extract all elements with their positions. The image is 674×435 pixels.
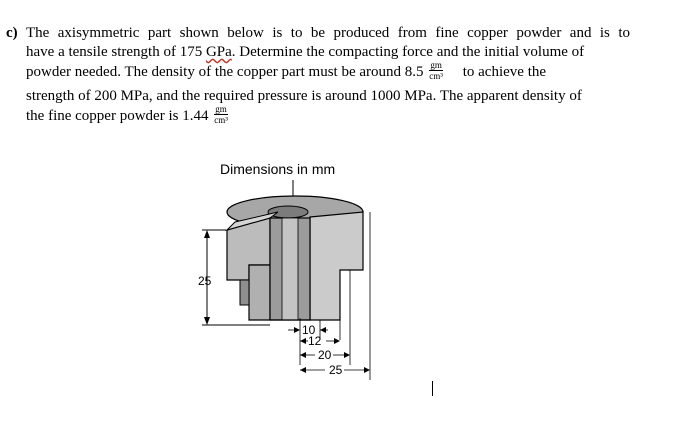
problem-line-1: c) The axisymmetric part shown below is … (6, 25, 630, 41)
problem-line-4: strength of 200 MPa, and the required pr… (26, 88, 582, 104)
dim-25-label: 25 (329, 363, 343, 377)
dim-10-label: 10 (302, 323, 316, 337)
problem-statement: c) The axisymmetric part shown below is … (6, 24, 630, 125)
text-cursor (432, 381, 433, 396)
problem-line-3: powder needed. The density of the copper… (26, 60, 547, 81)
spelling-flag: GPa (205, 44, 232, 60)
problem-label: c) (6, 25, 18, 41)
problem-line-2: have a tensile strength of 175 GPa. Dete… (26, 44, 585, 60)
height-dim-label: 25 (198, 274, 212, 288)
axisymmetric-part-figure: 25 10 12 20 25 (198, 180, 371, 380)
dim-12-label: 12 (308, 334, 322, 348)
figure-title: Dimensions in mm (220, 161, 336, 177)
apparent-density-unit-fraction: gm cm³ (214, 104, 228, 125)
dim-20-label: 20 (318, 348, 332, 362)
density-unit-fraction: gm cm³ (429, 60, 443, 81)
problem-line-5: the fine copper powder is 1.44 gm cm³ (26, 104, 228, 125)
